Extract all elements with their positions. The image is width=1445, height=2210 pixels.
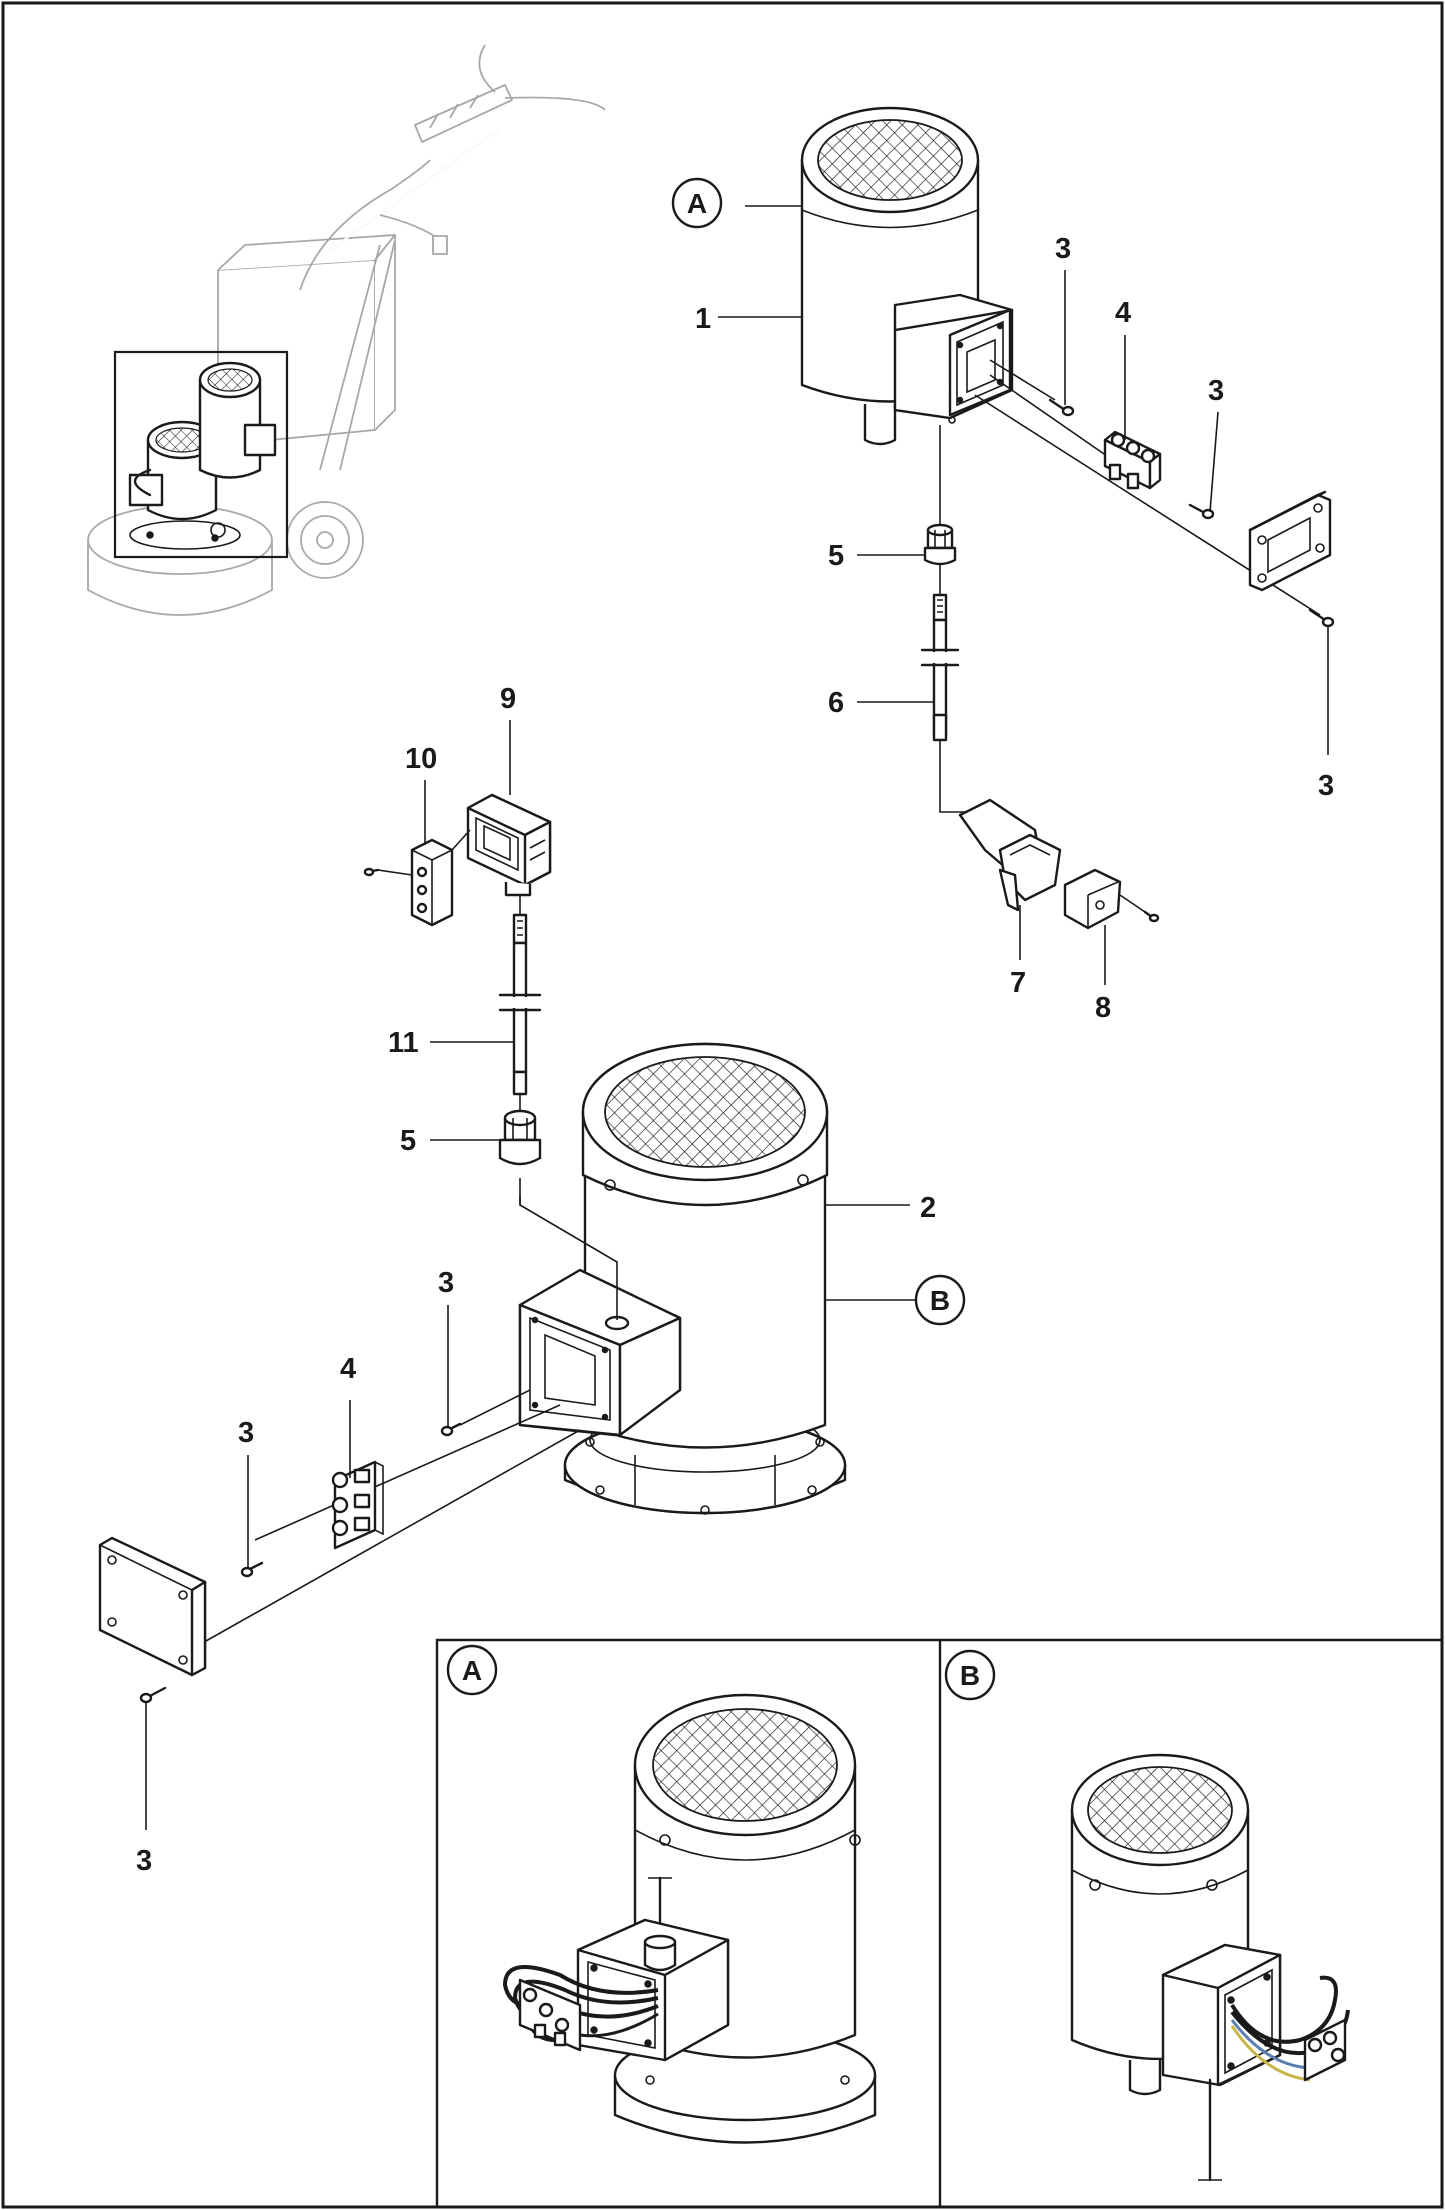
machine-overview-illustration [87, 44, 606, 616]
plug-insert-8 [1063, 868, 1160, 930]
callout-part-6: 6 [828, 687, 844, 719]
screw-3-motor-b-left [240, 1561, 264, 1578]
callout-part-3-motor-b-upper: 3 [438, 1267, 454, 1299]
callout-part-4-motor-a: 4 [1115, 297, 1131, 329]
screw-3-motor-a-lower [1308, 608, 1335, 628]
callout-part-5-motor-b: 5 [400, 1125, 416, 1157]
callout-part-3-motor-a-lower: 3 [1318, 770, 1334, 802]
callout-part-3-motor-a-right: 3 [1208, 375, 1224, 407]
callout-part-8: 8 [1095, 992, 1111, 1024]
badge-motor-a: A [671, 177, 723, 229]
callout-part-5-motor-a: 5 [828, 540, 844, 572]
badge-detail-a-label: A [462, 1655, 482, 1686]
plug-housing-9 [466, 793, 552, 897]
detail-a-wiring-motor-1: A [446, 1644, 877, 2144]
cable-gland-5-motor-a [923, 523, 957, 566]
detail-b-wiring-motor-2: B [944, 1649, 1350, 2182]
badge-detail-b-label: B [960, 1660, 980, 1691]
motor-b-part-2 [518, 1042, 847, 1515]
screw-3-motor-b-lower [139, 1686, 167, 1704]
leader-lines [145, 205, 1329, 1830]
callout-part-3-motor-b-left: 3 [238, 1417, 254, 1449]
cover-plate-motor-b [98, 1536, 207, 1677]
callout-part-10: 10 [405, 743, 437, 775]
callout-part-2: 2 [920, 1192, 936, 1224]
callout-part-9: 9 [500, 683, 516, 715]
terminal-block-4-motor-b [331, 1460, 384, 1550]
callout-part-3-motor-b-lower: 3 [136, 1845, 152, 1877]
callout-part-1: 1 [695, 303, 711, 335]
badge-motor-b: B [914, 1274, 966, 1326]
callout-part-4-motor-b: 4 [340, 1353, 356, 1385]
cable-11 [498, 895, 542, 1112]
detail-panels [435, 1638, 1442, 2207]
detail-highlight-frame [113, 350, 289, 559]
callout-part-3-motor-a-upper: 3 [1055, 233, 1071, 265]
cable-gland-5-motor-b [498, 1109, 542, 1166]
badge-motor-a-label: A [687, 188, 707, 219]
motor-a-part-1 [800, 106, 1014, 446]
terminal-block-4-motor-a [1103, 430, 1162, 490]
screw-3-motor-b-upper [440, 1422, 462, 1437]
explode-lines-motor-b [189, 1178, 618, 1651]
badge-motor-b-label: B [930, 1285, 950, 1316]
part-callouts: 1 2 3 3 3 3 3 3 4 4 5 5 6 7 8 9 10 11 [136, 233, 1334, 1877]
plug-insert-10 [363, 829, 471, 927]
plug-housing-7 [958, 798, 1062, 912]
callout-part-7: 7 [1010, 967, 1026, 999]
cable-6 [920, 565, 968, 813]
callout-part-11: 11 [388, 1027, 419, 1059]
cover-plate-motor-a [1248, 490, 1332, 592]
screw-3-motor-a-upper [1048, 398, 1075, 417]
